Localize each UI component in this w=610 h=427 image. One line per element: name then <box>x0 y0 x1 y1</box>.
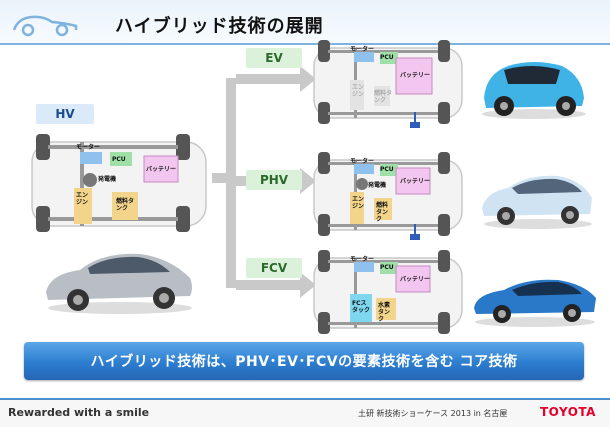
phv-car-image <box>482 175 592 229</box>
banner-text: ハイブリッド技術は、PHV･EV･FCVの要素技術を含む コア技術 <box>90 354 518 370</box>
header: ハイブリッド技術の展開 <box>0 0 610 44</box>
hydrogen-tank-label: 水素タンク <box>378 302 391 323</box>
chassis-outline <box>313 250 463 334</box>
footer-event: 土研 新技術ショーケース 2013 in 名古屋 <box>358 409 508 418</box>
plug-icon <box>410 224 420 240</box>
ev-car-image <box>482 62 586 119</box>
label-phv: PHV <box>246 170 302 190</box>
label-ev: EV <box>246 48 302 68</box>
pcu-label: PCU <box>380 264 394 271</box>
prius-car-image <box>46 253 192 314</box>
arrow-right-icon <box>236 272 316 298</box>
chassis-outline <box>31 134 207 232</box>
generator-label: 発電機 <box>98 176 117 183</box>
pcu-label: PCU <box>380 166 394 173</box>
engine-label: エンジン <box>352 196 365 210</box>
battery-label: バッテリー <box>400 178 431 185</box>
footer: Rewarded with a smile 土研 新技術ショーケース 2013 … <box>0 398 610 427</box>
hv-drivetrain-diagram: モーター PCU バッテリー 発電機 エンジン 燃料タンク <box>26 128 212 238</box>
label-hv: HV <box>36 104 94 124</box>
fcv-drivetrain-diagram: モーター PCU バッテリー FCスタック 水素タンク <box>310 246 466 340</box>
fuel-tank-label: 燃料タンク <box>376 202 389 223</box>
fc-stack-label: FCスタック <box>352 300 371 314</box>
toyota-logo: TOYOTA <box>540 405 596 419</box>
engine-label: エンジン <box>352 84 365 98</box>
arrow-right-icon <box>236 66 316 92</box>
motor-label: モーター <box>350 158 375 165</box>
fcv-car-image <box>474 279 596 327</box>
header-divider <box>0 43 610 45</box>
chassis-outline <box>313 40 463 124</box>
core-technology-banner: ハイブリッド技術は、PHV･EV･FCVの要素技術を含む コア技術 <box>24 342 584 380</box>
label-fcv: FCV <box>246 258 302 278</box>
fuel-tank-label: 燃料タンク <box>116 198 135 212</box>
motor-label: モーター <box>76 144 101 151</box>
pcu-label: PCU <box>380 54 394 61</box>
motor-label: モーター <box>350 256 375 263</box>
car-outline-logo-icon <box>12 15 78 37</box>
phv-drivetrain-diagram: モーター PCU バッテリー 発電機 エンジン 燃料タンク <box>310 148 466 242</box>
generator-label: 発電機 <box>368 182 387 189</box>
battery-label: バッテリー <box>400 276 431 283</box>
pcu-label: PCU <box>112 156 126 163</box>
battery-label: バッテリー <box>146 166 177 173</box>
footer-tagline: Rewarded with a smile <box>8 406 150 419</box>
page-title: ハイブリッド技術の展開 <box>115 16 324 37</box>
chassis-outline <box>313 152 463 236</box>
battery-label: バッテリー <box>400 72 431 79</box>
motor-label: モーター <box>350 46 375 53</box>
plug-icon <box>410 112 420 128</box>
ev-drivetrain-diagram: モーター PCU バッテリー エンジン 燃料タンク <box>310 36 466 130</box>
engine-label: エンジン <box>76 192 89 206</box>
fuel-tank-label: 燃料タンク <box>374 90 393 104</box>
